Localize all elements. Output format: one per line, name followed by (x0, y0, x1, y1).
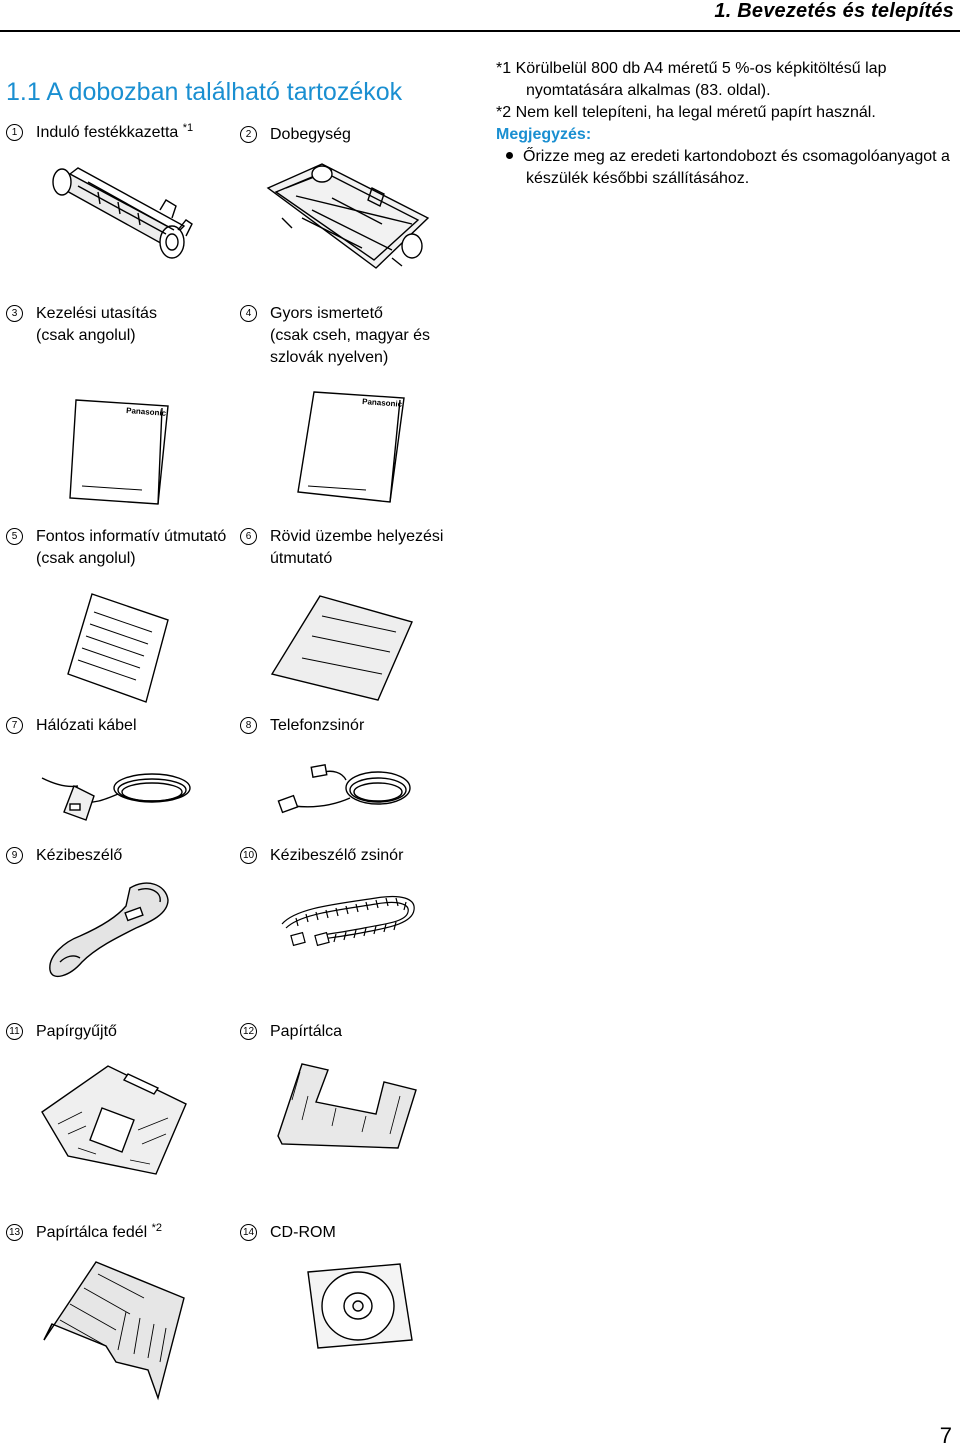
memo-title: Megjegyzés: (496, 126, 592, 143)
paper-stacker-icon (41, 1065, 187, 1175)
item-number: 10 (240, 847, 257, 864)
item-number: 6 (240, 528, 257, 545)
item-number: 2 (240, 126, 257, 143)
paper-tray-icon (277, 1063, 417, 1149)
footnote-1-line1: *1 Körülbelül 800 db A4 méretű 5 %-os ké… (496, 60, 887, 77)
item-label: Papírtálca (270, 1023, 343, 1040)
paper-tray-cover-icon (43, 1261, 185, 1401)
item-number: 5 (6, 528, 23, 545)
page-number: 7 (939, 1423, 952, 1448)
footnote-2: *2 Nem kell telepíteni, ha legal méretű … (496, 104, 876, 121)
info-sheet-icon (67, 593, 169, 703)
brand-logo: Panasonic (362, 397, 403, 409)
power-cord-icon (41, 773, 191, 821)
item-label: Kézibeszélő zsinór (270, 847, 404, 864)
item-number: 8 (240, 717, 257, 734)
item-label: CD-ROM (270, 1224, 336, 1241)
footnote-ref: *2 (151, 1222, 163, 1234)
item-number: 9 (6, 847, 23, 864)
item-number: 13 (6, 1224, 23, 1241)
item-label: Gyors ismertető (270, 305, 383, 322)
cd-rom-icon (307, 1263, 413, 1349)
handset-icon (49, 882, 169, 978)
item-label-line2: (csak angolul) (36, 550, 136, 567)
item-number: 7 (6, 717, 23, 734)
section-title: 1.1 A dobozban található tartozékok (6, 78, 403, 106)
item-label-line2: útmutató (270, 550, 333, 567)
brand-logo: Panasonic (126, 406, 167, 418)
handset-cord-icon (281, 895, 415, 947)
item-label: Papírtálca fedél (36, 1224, 148, 1241)
notes-block: *1 Körülbelül 800 db A4 méretű 5 %-os ké… (496, 58, 950, 190)
item-label: Kezelési utasítás (36, 305, 157, 322)
setup-sheet-icon (270, 595, 413, 701)
toner-cartridge-icon (52, 167, 193, 259)
item-label-line2: (csak angolul) (36, 327, 136, 344)
item-number: 14 (240, 1224, 257, 1241)
drum-unit-icon (266, 163, 430, 269)
footnote-1-line2: nyomtatására alkalmas (83. oldal). (526, 82, 771, 99)
manual-booklet-icon: Panasonic (69, 399, 169, 505)
item-label-line3: szlovák nyelven) (270, 349, 389, 366)
item-label: Fontos informatív útmutató (36, 528, 227, 545)
bullet-icon (506, 152, 513, 160)
item-label-line2: (csak cseh, magyar és (270, 327, 431, 344)
memo-line2: készülék későbbi szállításához. (526, 170, 750, 187)
item-label: Dobegység (270, 126, 351, 143)
item-label: Papírgyűjtő (36, 1023, 117, 1040)
item-label: Hálózati kábel (36, 717, 137, 734)
item-label: Kézibeszélő (36, 847, 123, 864)
telephone-line-cord-icon (277, 764, 411, 814)
header-rule (0, 30, 960, 32)
memo-line1: Őrizze meg az eredeti kartondobozt és cs… (523, 148, 950, 165)
item-label: Rövid üzembe helyezési (270, 528, 444, 545)
item-number: 11 (6, 1023, 23, 1040)
item-number: 12 (240, 1023, 257, 1040)
quick-guide-booklet-icon: Panasonic (297, 391, 405, 503)
item-number: 3 (6, 305, 23, 322)
footnote-ref: *1 (182, 122, 194, 134)
chapter-header: 1. Bevezetés és telepítés (714, 0, 954, 22)
item-label: Telefonzsinór (270, 717, 365, 734)
item-number: 4 (240, 305, 257, 322)
item-label: Induló festékkazetta (36, 124, 179, 141)
item-number: 1 (6, 124, 23, 141)
